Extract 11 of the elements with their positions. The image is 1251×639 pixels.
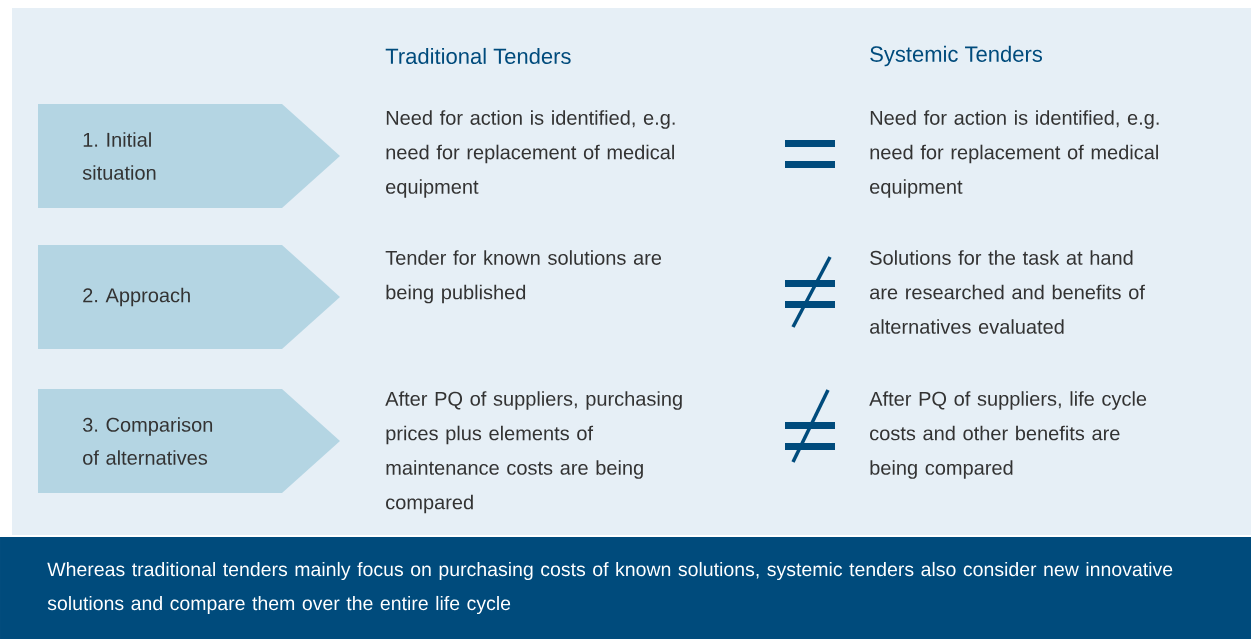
summary-band: Whereas traditional tenders mainly focus on purchasing costs of known solutions, systemic tenders also consider new innovative solutions and compare them over the entire life cycle bbox=[0, 537, 1251, 639]
cell-text: Need for action is identified, e.g. need for replacement of medical equipment bbox=[386, 110, 675, 198]
cell-text: Tender for known solutions are being published bbox=[385, 250, 662, 304]
step-box: 1. Initial situation bbox=[38, 104, 340, 208]
cell-text: After PQ of suppliers, purchasing prices plus elements of maintenance costs are being compared bbox=[385, 391, 682, 514]
column-heading: Systemic Tenders bbox=[870, 45, 1042, 67]
step-box: 2. Approach bbox=[38, 245, 340, 349]
column-heading: Traditional Tenders bbox=[385, 47, 571, 65]
cell-text: After PQ of suppliers, life cycle costs and other benefits are being compared bbox=[869, 391, 1147, 479]
cell-text: Need for action is identified, e.g. need for replacement of medical equipment bbox=[870, 110, 1159, 198]
cell-text: Solutions for the task at hand are researched and benefits of alternatives evaluated bbox=[870, 250, 1145, 334]
